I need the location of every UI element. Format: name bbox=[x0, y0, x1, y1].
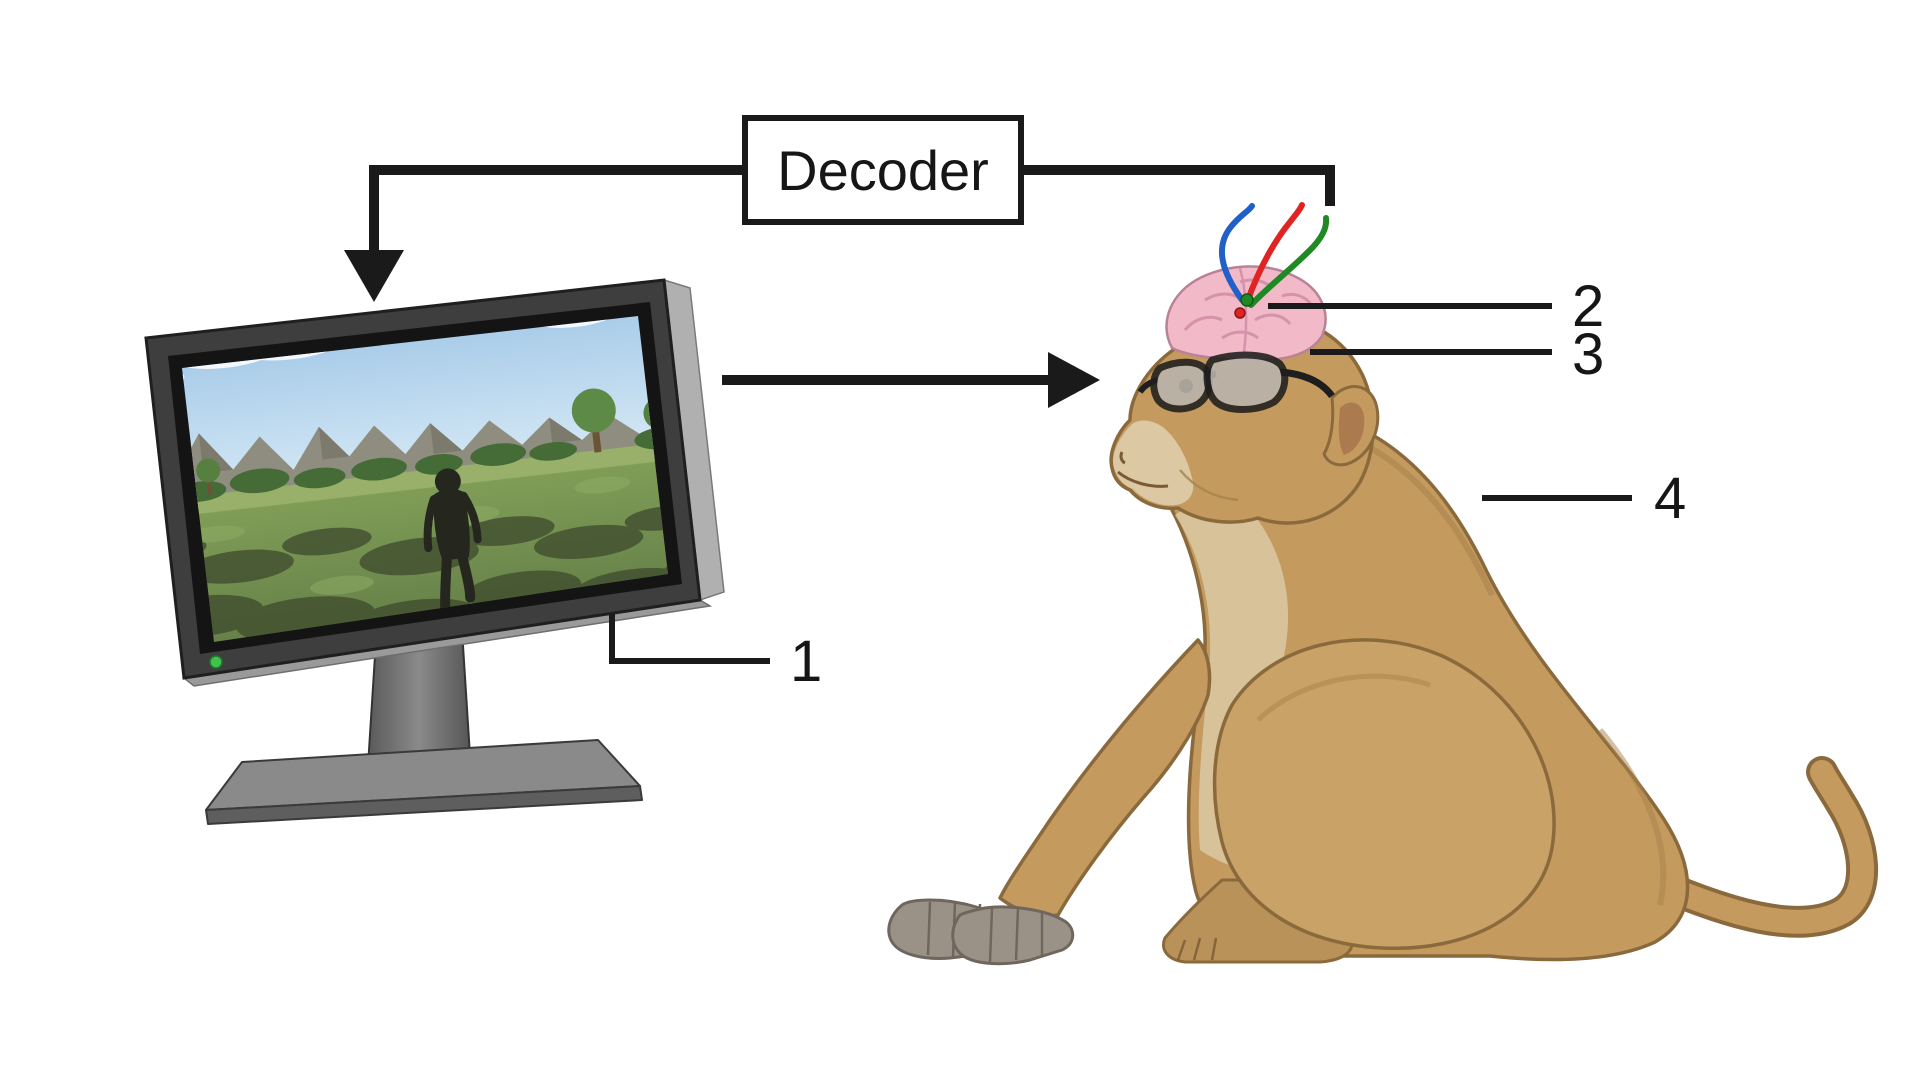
monkey bbox=[887, 202, 1878, 966]
callout-1-label: 1 bbox=[790, 629, 822, 694]
feedback-line-left bbox=[369, 165, 745, 256]
callout-3-label: 3 bbox=[1572, 322, 1604, 387]
cheek-line bbox=[1179, 469, 1239, 502]
wire-red bbox=[1244, 202, 1305, 305]
back-shading bbox=[1353, 437, 1495, 597]
glasses bbox=[1137, 351, 1335, 413]
feedback-line-right bbox=[1021, 165, 1335, 206]
monitor bbox=[144, 278, 725, 687]
finger-lines-near bbox=[988, 907, 1044, 963]
callouts: 1 2 3 4 bbox=[609, 274, 1686, 694]
electrode-wires bbox=[1218, 202, 1330, 308]
monitor-screen bbox=[182, 316, 668, 642]
glasses-lens-right bbox=[1203, 351, 1289, 413]
rump-shading bbox=[1597, 728, 1667, 906]
thigh-shading bbox=[1256, 673, 1431, 722]
decoder-box: Decoder bbox=[742, 115, 1024, 225]
decoder-wiring bbox=[344, 165, 1335, 408]
virtual-environment bbox=[182, 316, 668, 642]
electrode-dot-green bbox=[1240, 293, 1254, 307]
wire-blue bbox=[1218, 203, 1255, 303]
hand-near bbox=[951, 905, 1075, 966]
wire-green bbox=[1248, 215, 1330, 308]
right-arrowhead-icon bbox=[1048, 352, 1100, 408]
nostril bbox=[1119, 451, 1126, 465]
decoder-label: Decoder bbox=[777, 139, 989, 202]
down-arrowhead-icon bbox=[344, 250, 404, 302]
mouth-line bbox=[1117, 470, 1169, 488]
glasses-lens-left bbox=[1150, 358, 1213, 413]
toe-lines bbox=[1176, 937, 1218, 961]
decoder-box-frame bbox=[742, 115, 1024, 225]
tail bbox=[1638, 760, 1874, 934]
avatar bbox=[423, 468, 482, 614]
callout-1-leader bbox=[609, 614, 770, 664]
electrode-dot-red bbox=[1234, 307, 1246, 319]
callout-4-label: 4 bbox=[1654, 466, 1686, 531]
ear-inner bbox=[1338, 402, 1365, 455]
stand-base-edge bbox=[205, 785, 643, 825]
monkey-arm bbox=[998, 638, 1212, 918]
monkey-thigh bbox=[1212, 638, 1556, 951]
monkey-hands bbox=[887, 898, 1075, 966]
monkey-brain bbox=[1165, 265, 1327, 362]
muzzle bbox=[1113, 420, 1194, 506]
power-led-icon bbox=[209, 655, 223, 669]
callout-2-label: 2 bbox=[1572, 274, 1604, 339]
